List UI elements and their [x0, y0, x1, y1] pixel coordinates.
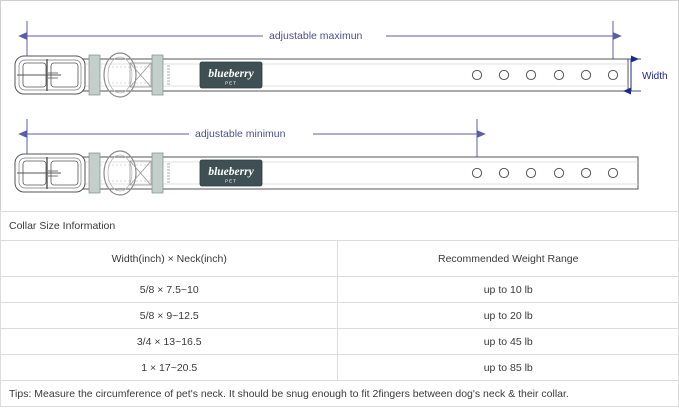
collar-diagram-svg: adjustable maximun	[14, 21, 668, 196]
strap-min-group: adjustable minimun	[14, 119, 639, 196]
cell-weight: up to 20 lb	[337, 302, 679, 329]
buckle-min	[14, 153, 86, 193]
keeper-max-1	[88, 54, 101, 96]
d-ring-min	[103, 150, 137, 196]
brand-name-min: blueberry	[208, 166, 254, 178]
table-row: 5/8 × 9~12.5 up to 20 lb	[0, 302, 679, 329]
cell-weight: up to 10 lb	[337, 276, 679, 303]
table-tips-row: Tips: Measure the circumference of pet's…	[0, 380, 679, 407]
collar-size-information-table: Collar Size Information Width(inch) × Ne…	[0, 211, 679, 407]
keeper-min-2	[151, 152, 164, 194]
brand-patch-max: blueberry PET	[199, 61, 263, 89]
collar-diagram-panel: adjustable maximun	[0, 0, 679, 212]
cell-size: 1 × 17~20.5	[0, 354, 339, 381]
cell-size: 5/8 × 7.5~10	[0, 276, 339, 303]
table-row: 1 × 17~20.5 up to 85 lb	[0, 354, 679, 381]
stitch-hatch-min	[167, 163, 170, 183]
table-header-row: Width(inch) × Neck(inch) Recommended Wei…	[0, 240, 679, 277]
brand-sub-max: PET	[225, 81, 237, 86]
table-row: 5/8 × 7.5~10 up to 10 lb	[0, 276, 679, 303]
strap-max-group: adjustable maximun	[14, 21, 668, 98]
column-header-weight: Recommended Weight Range	[337, 240, 679, 277]
brand-sub-min: PET	[225, 179, 237, 184]
cell-weight: up to 45 lb	[337, 328, 679, 355]
cell-weight: up to 85 lb	[337, 354, 679, 381]
keeper-max-2	[151, 54, 164, 96]
buckle-max	[14, 55, 86, 95]
width-label: Width	[642, 71, 668, 82]
brand-name-max: blueberry	[208, 68, 254, 80]
column-header-size: Width(inch) × Neck(inch)	[0, 240, 339, 277]
strap-min-holes	[471, 167, 619, 179]
strap-max-dashed-lines	[100, 66, 152, 84]
d-ring-max	[103, 52, 137, 98]
adjustable-maximum-label: adjustable maximun	[269, 30, 363, 42]
stitch-hatch-max	[167, 65, 170, 85]
brand-patch-min: blueberry PET	[199, 159, 263, 187]
table-caption-row: Collar Size Information	[0, 211, 679, 241]
strap-max-holes	[471, 69, 619, 81]
cell-size: 3/4 × 13~16.5	[0, 328, 339, 355]
tips-text: Tips: Measure the circumference of pet's…	[0, 380, 679, 407]
keeper-min-1	[88, 152, 101, 194]
cell-size: 5/8 × 9~12.5	[0, 302, 339, 329]
strap-min-dashed-lines	[100, 164, 152, 182]
adjustable-minimum-label: adjustable minimun	[195, 128, 286, 140]
table-caption: Collar Size Information	[0, 211, 679, 241]
table-row: 3/4 × 13~16.5 up to 45 lb	[0, 328, 679, 355]
